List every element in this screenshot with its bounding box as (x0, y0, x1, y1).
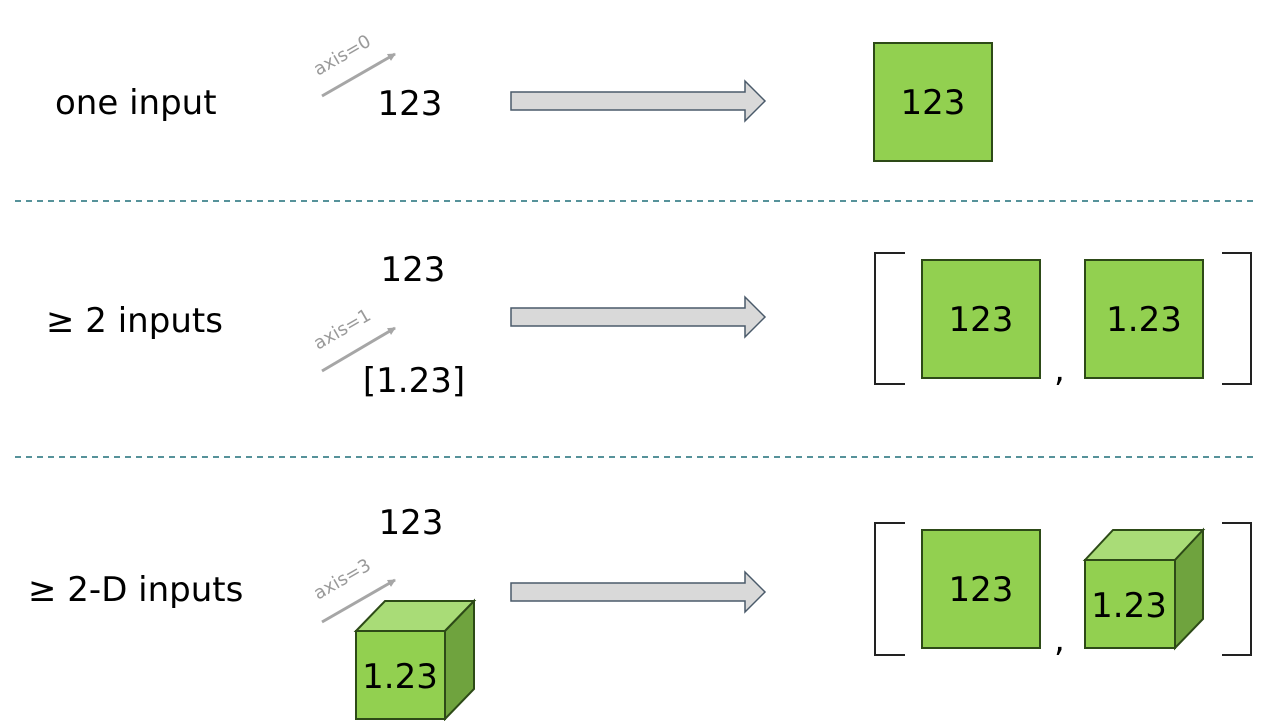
row-one-input: one input axis=0 123 123 (55, 31, 993, 162)
row-label: ≥ 2-D inputs (28, 570, 243, 610)
transform-arrow (510, 79, 767, 123)
input-value: [1.23] (363, 361, 465, 401)
row-label: one input (55, 83, 217, 123)
row-2d-inputs: ≥ 2-D inputs 123 axis=3 1.23 123 , 1.23 (28, 503, 1252, 721)
axis-arrow (321, 52, 396, 98)
right-bracket (1222, 522, 1252, 656)
cube-value: 1.23 (1091, 586, 1167, 626)
output-tensor-box (1084, 259, 1204, 379)
row-two-inputs: ≥ 2 inputs 123 axis=1 [1.23] 123 , 1.23 (46, 250, 1252, 401)
cube-value: 1.23 (362, 657, 438, 697)
input-value: 123 (381, 250, 446, 290)
output-tensor-box (873, 42, 993, 162)
cube-front-face (1084, 559, 1176, 649)
output-tensor-box (921, 259, 1041, 379)
right-bracket (1222, 252, 1252, 385)
axis-arrow (321, 326, 396, 373)
transform-arrow (510, 295, 767, 339)
input-cube: 1.23 (353, 598, 477, 721)
left-bracket (874, 252, 905, 385)
input-value: 123 (378, 84, 443, 124)
output-tensor-box (921, 529, 1041, 649)
separator-comma: , (1054, 350, 1065, 390)
output-cube: 1.23 (1082, 527, 1206, 651)
output-value: 1.23 (1106, 300, 1182, 340)
left-bracket (874, 522, 905, 656)
axis-arrow (321, 578, 396, 624)
row-label: ≥ 2 inputs (46, 301, 223, 341)
transform-arrow (510, 570, 767, 614)
output-value: 123 (901, 83, 966, 123)
cube-front-face (355, 630, 446, 720)
output-value: 123 (949, 300, 1014, 340)
output-value: 123 (949, 570, 1014, 610)
separator-comma: , (1054, 620, 1065, 660)
input-value: 123 (379, 503, 444, 543)
